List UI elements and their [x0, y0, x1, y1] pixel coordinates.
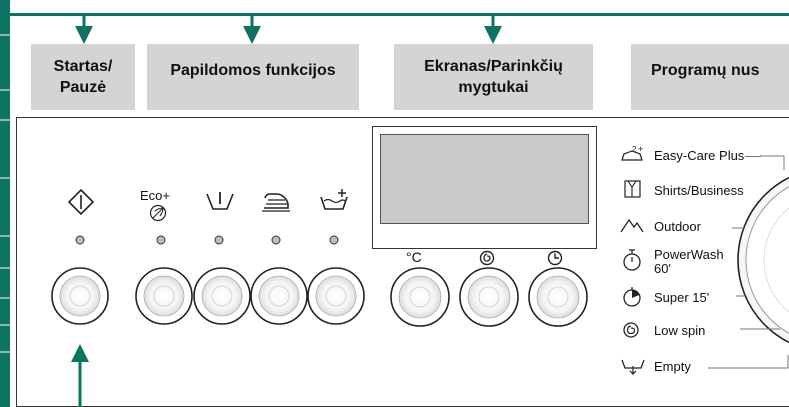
program-label: PowerWash 60' — [654, 247, 724, 276]
program-label: Outdoor — [654, 219, 701, 234]
display-screen — [380, 134, 589, 224]
down-arrows — [75, 15, 502, 44]
header-start-pause: Startas/ Pauzė — [31, 44, 135, 110]
left-frame-bar — [0, 0, 10, 407]
program-item-outdoor[interactable]: Outdoor — [620, 214, 789, 240]
header-programs: Programų nus — [631, 44, 789, 110]
leader-line — [745, 156, 761, 157]
program-item-super-15[interactable]: Super 15' — [620, 285, 789, 311]
program-item-easy-care-plus[interactable]: 2 + Easy-Care Plus — [620, 142, 789, 168]
program-item-powerwash[interactable]: PowerWash 60' — [620, 246, 789, 286]
svg-text:2: 2 — [632, 145, 637, 154]
spin-speed-button[interactable] — [459, 267, 519, 327]
water-plus-icon — [206, 192, 234, 210]
eco-plus-label: Eco+ — [140, 188, 170, 203]
program-label: Low spin — [654, 323, 706, 338]
program-label: Empty — [654, 359, 691, 374]
shirt-plus-icon: 2 + — [621, 144, 643, 161]
eco-leaf-icon — [149, 204, 167, 222]
program-label: Easy-Care Plus — [654, 148, 745, 163]
spin-speed-icon — [479, 250, 495, 266]
program-item-empty[interactable]: Empty — [620, 354, 789, 380]
led-rinse-plus — [329, 235, 339, 245]
program-item-low-spin[interactable]: Low spin — [620, 318, 789, 344]
svg-text:+: + — [638, 144, 643, 154]
led-water-plus — [214, 235, 224, 245]
shirt-icon — [624, 180, 641, 198]
start-pause-button[interactable] — [51, 267, 109, 325]
finish-time-button[interactable] — [528, 267, 588, 327]
stopwatch-icon — [623, 249, 641, 271]
led-start-pause — [75, 235, 85, 245]
program-item-shirts-business[interactable]: Shirts/Business — [620, 178, 789, 204]
iron-icon — [262, 193, 290, 212]
program-dial[interactable] — [700, 150, 789, 370]
mountain-icon — [620, 218, 644, 233]
temperature-button[interactable] — [390, 267, 450, 327]
led-easy-iron — [271, 235, 281, 245]
eco-plus-button[interactable] — [135, 267, 193, 325]
rinse-plus-button[interactable] — [307, 267, 365, 325]
timer-15-icon — [623, 287, 641, 307]
easy-iron-button[interactable] — [250, 267, 308, 325]
top-frame-line — [10, 13, 789, 16]
header-extra-functions: Papildomos funkcijos — [147, 44, 359, 110]
header-display-buttons: Ekranas/Parinkčių mygtukai — [394, 44, 593, 110]
program-label: Super 15' — [654, 290, 710, 305]
finish-time-icon — [547, 250, 563, 266]
up-arrow — [71, 344, 89, 407]
start-pause-icon — [67, 188, 95, 216]
rinse-plus-icon — [320, 189, 348, 210]
led-eco-plus — [156, 235, 166, 245]
temperature-label: °C — [406, 249, 422, 265]
spin-icon — [623, 322, 639, 338]
program-label: Shirts/Business — [654, 183, 744, 198]
water-plus-button[interactable] — [193, 267, 251, 325]
drain-icon — [621, 359, 645, 375]
